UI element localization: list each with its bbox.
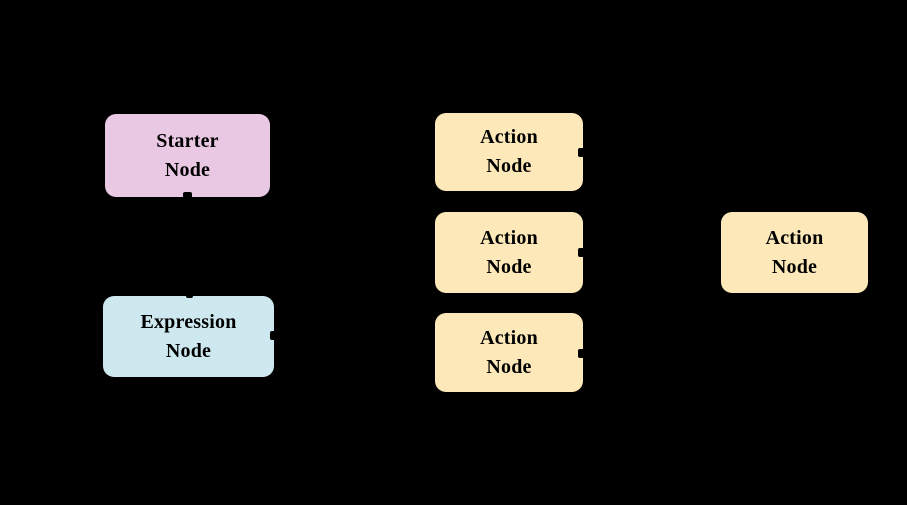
node-label-line: Action — [480, 326, 538, 349]
node-action-node-2[interactable]: Action Node — [435, 212, 583, 293]
node-action-node-1[interactable]: Action Node — [435, 113, 583, 191]
node-action-node-4[interactable]: Action Node — [721, 212, 868, 293]
node-starter-node[interactable]: Starter Node — [105, 114, 270, 197]
action-node-1-output-port-right[interactable] — [578, 148, 585, 157]
node-action-node-3[interactable]: Action Node — [435, 313, 583, 392]
action-node-2-output-port-right[interactable] — [578, 248, 585, 257]
node-expression-node[interactable]: Expression Node — [103, 296, 274, 377]
node-label-line: Action — [480, 226, 538, 249]
node-label-line: Node — [486, 155, 532, 177]
node-label-line: Node — [486, 355, 532, 378]
node-label-line: Node — [164, 158, 211, 181]
node-label-line: Expression — [140, 310, 237, 333]
action-node-3-output-port-right[interactable] — [578, 349, 585, 358]
node-label-line: Node — [486, 255, 532, 278]
starter-node-output-port-bottom[interactable] — [183, 192, 192, 199]
node-label-line: Node — [165, 339, 212, 362]
node-label-line: Action — [765, 226, 824, 249]
node-label-line: Action — [480, 126, 538, 148]
expression-node-output-port-right[interactable] — [270, 331, 277, 340]
node-label-line: Starter — [156, 129, 219, 152]
node-label-line: Node — [771, 255, 818, 278]
expression-node-input-port-top[interactable] — [186, 293, 193, 298]
